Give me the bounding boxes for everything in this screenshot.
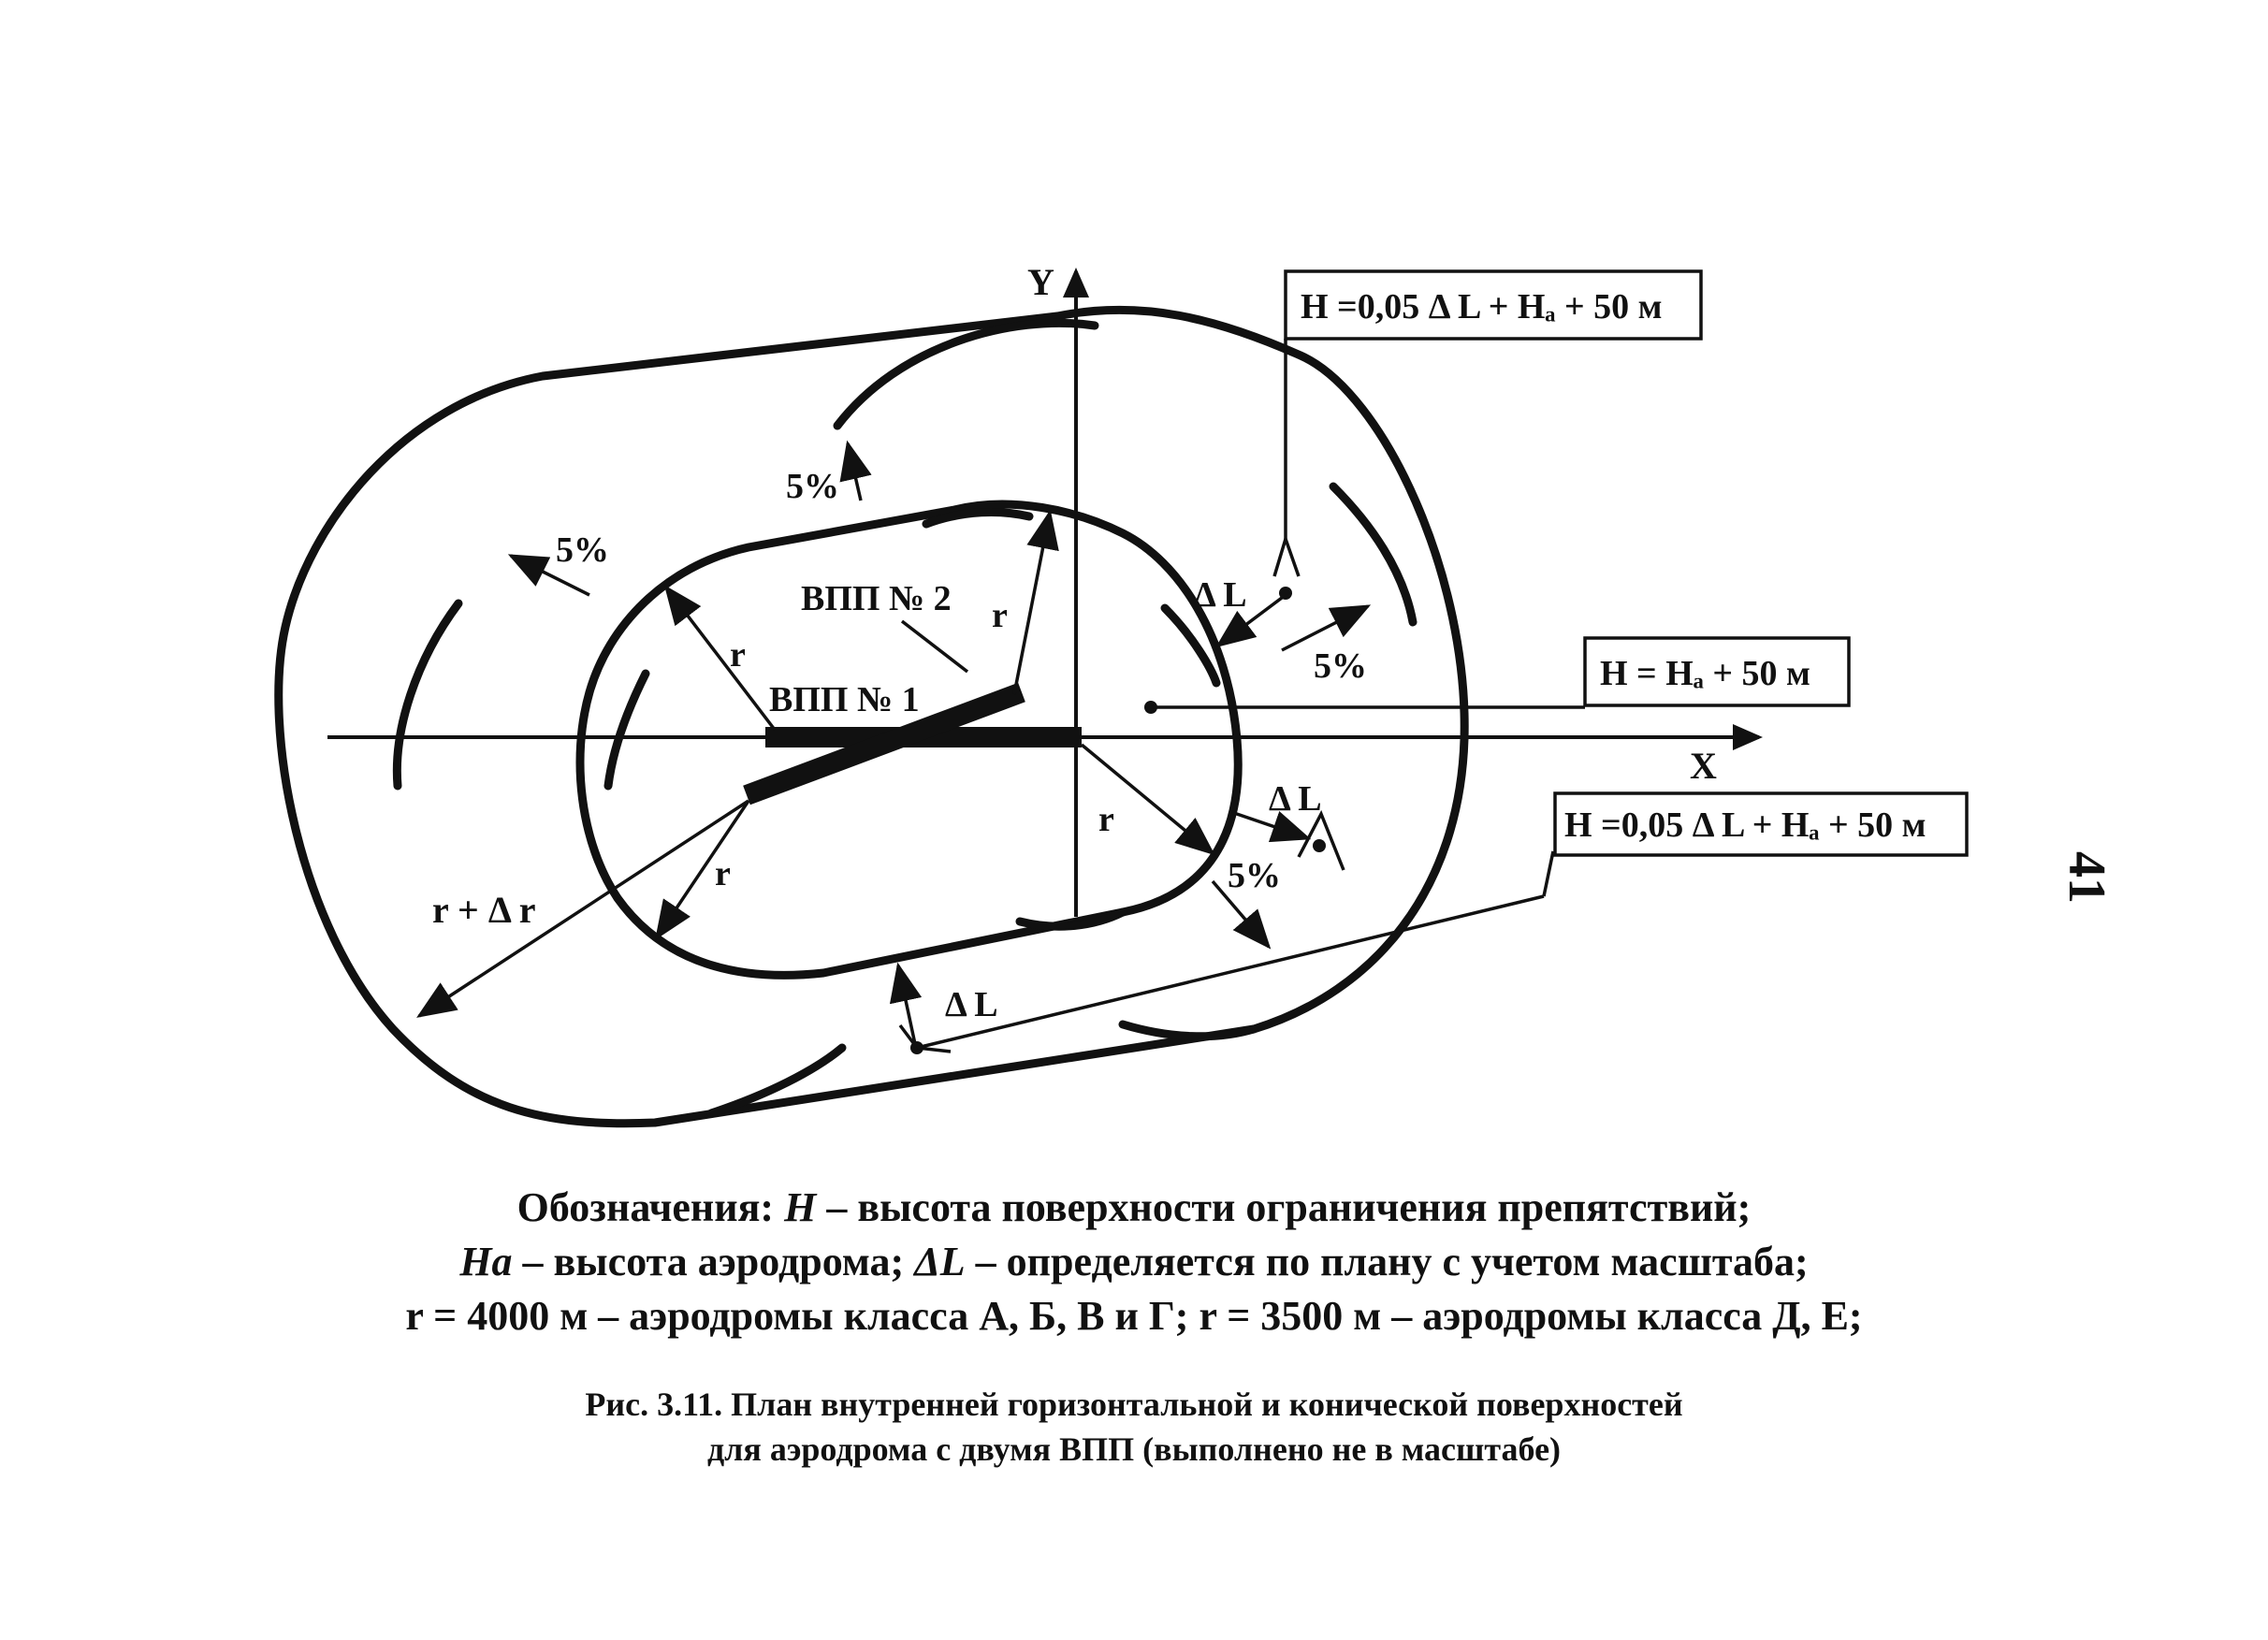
x-axis-label: X [1690, 745, 1717, 787]
radius-arrow-lower-left [655, 800, 750, 940]
radius-arrow-lower-right [1080, 743, 1215, 856]
inner-surface-arc-right [1160, 603, 1221, 688]
runway-2-leader [900, 619, 969, 674]
delta-l-arrow-upper [1215, 593, 1287, 648]
radius-arrow-upper-right [1012, 509, 1059, 695]
delta-l-label-upper: Δ L [1194, 575, 1247, 615]
legend-symbol-dl: ΔL [914, 1239, 966, 1284]
slope-arrow-top [839, 440, 872, 501]
outer-surface-boundary [274, 305, 1469, 1128]
slope-arrow-lower-right [1211, 879, 1272, 950]
slope-arrow-right [1281, 604, 1372, 652]
obstacle-marker-upper [1272, 533, 1301, 577]
inner-surface-arc-left [603, 669, 650, 791]
outer-surface-arc-upper [833, 318, 1099, 430]
obstacle-point-upper [1279, 587, 1292, 600]
radius-label-lower-right: r [1098, 800, 1114, 839]
legend-prefix: Обозначения: [516, 1184, 775, 1230]
radius-label-upper-left: r [730, 635, 746, 675]
inner-surface-arc-bottom [1015, 907, 1127, 931]
obstacle-point-right [1313, 839, 1326, 852]
runway-2 [743, 682, 1025, 805]
runway-1-label: ВПП № 1 [769, 680, 920, 719]
outer-radius-arrow [416, 799, 749, 1018]
inner-surface-arc-top [922, 508, 1034, 529]
formula-conical-lower-leader-2 [1542, 850, 1555, 897]
y-axis-label: Y [1027, 261, 1054, 303]
formula-conical-lower-box [1553, 791, 1969, 857]
slope-label-left: 5% [556, 530, 609, 570]
radius-label-lower-left: r [715, 854, 731, 893]
formula-horizontal-box [1583, 636, 1851, 707]
delta-l-label-right: Δ L [1269, 779, 1322, 819]
inner-surface-boundary [575, 500, 1243, 980]
slope-label-right: 5% [1314, 646, 1367, 686]
slope-label-top: 5% [786, 467, 839, 506]
legend-symbol-h: H [784, 1184, 817, 1230]
page-number: 41 [2057, 851, 2115, 904]
legend-ha-definition: – высота аэродрома; [512, 1239, 915, 1284]
legend-symbol-ha: Ha [459, 1239, 513, 1284]
legend-line-2: Ha – высота аэродрома; ΔL – определяется… [0, 1235, 2268, 1289]
outer-surface-arc-bottom-left [706, 1043, 847, 1118]
outer-surface-arc-left [392, 599, 463, 791]
delta-l-arrow-right [1230, 810, 1312, 843]
slope-arrow-left [507, 554, 590, 597]
formula-conical-upper-text: H =0,05 Δ L + Hₐ + 50 м [1301, 287, 1663, 327]
legend-dl-definition: – определяется по плану с учетом масштаб… [965, 1239, 1809, 1284]
obstacle-marker-right [1297, 809, 1345, 871]
formula-conical-lower-text: H =0,05 Δ L + Hₐ + 50 м [1564, 805, 1926, 845]
legend-line-1: Обозначения: H – высота поверхности огра… [0, 1181, 2268, 1235]
figure-caption-line-1: Рис. 3.11. План внутренней горизонтально… [585, 1386, 1683, 1423]
delta-l-label-bottom: Δ L [945, 985, 998, 1024]
runway-2-label: ВПП № 2 [801, 579, 952, 618]
formula-horizontal-text: H = Hₐ + 50 м [1600, 654, 1810, 693]
delta-l-arrow-bottom [889, 962, 923, 1045]
legend-line-3: r = 4000 м – аэродромы класса А, Б, В и … [405, 1293, 1863, 1339]
outer-surface-arc-right [1329, 482, 1418, 627]
outer-surface-arc-bottom-right [1118, 1020, 1258, 1041]
radius-label-upper-right: r [992, 596, 1008, 635]
outer-radius-label: r + Δ r [432, 889, 535, 931]
slope-label-lower-right: 5% [1228, 856, 1281, 895]
formula-conical-upper-box [1284, 269, 1703, 341]
legend-h-definition: – высота поверхности ограничения препятс… [816, 1184, 1752, 1230]
figure-caption-line-2: для аэродрома с двумя ВПП (выполнено не … [706, 1430, 1562, 1468]
radius-arrow-upper-left [663, 585, 777, 732]
obstacle-marker-bottom [898, 1023, 952, 1053]
formula-conical-lower-leader [916, 894, 1545, 1050]
